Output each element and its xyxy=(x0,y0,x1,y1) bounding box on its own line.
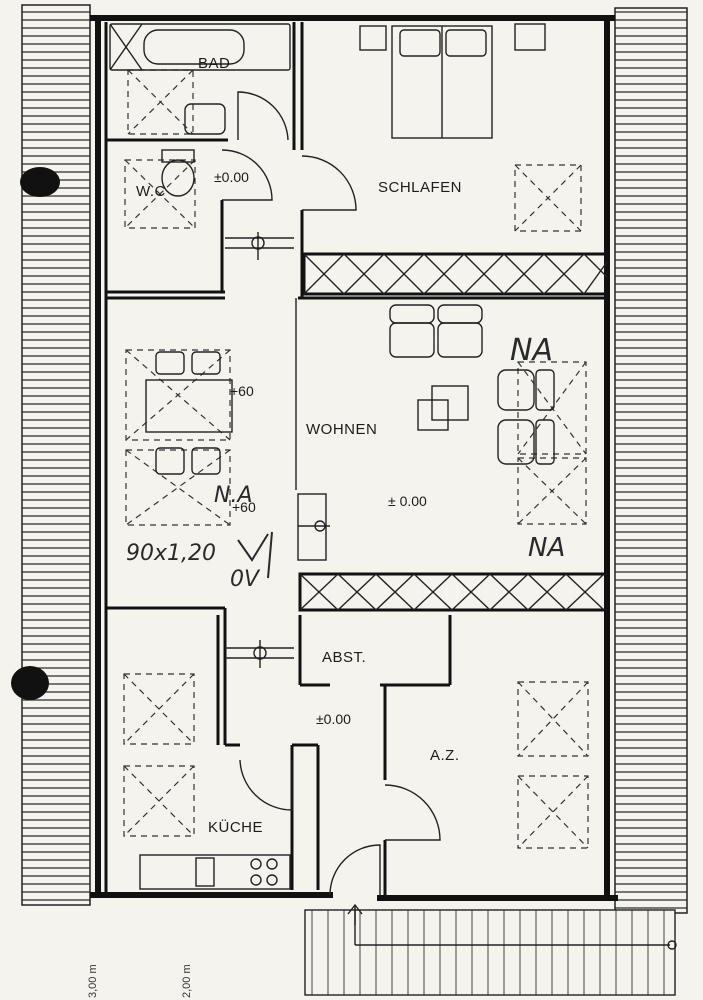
door-bad xyxy=(237,91,289,141)
roof-window-bad xyxy=(127,69,194,135)
room-label-bad: BAD xyxy=(198,55,230,72)
double-bed xyxy=(359,23,546,139)
room-label-schlafen: SCHLAFEN xyxy=(378,179,462,196)
annotation-na-left: N.A xyxy=(214,483,253,508)
washbasin-bad xyxy=(184,103,226,135)
bathtub xyxy=(109,23,291,71)
room-label-kueche: KÜCHE xyxy=(208,818,263,836)
entrance-arrow xyxy=(347,903,363,925)
riser-marker-lower xyxy=(225,640,294,668)
door-entrance xyxy=(329,844,381,896)
roof-window-wohnen-right-2 xyxy=(517,457,587,525)
door-kueche xyxy=(239,759,293,811)
annotation-check-mark xyxy=(237,531,273,579)
punch-hole-lower xyxy=(11,666,49,700)
height-label-dining: +60 xyxy=(230,383,254,399)
roof-window-kueche-2 xyxy=(123,765,195,837)
kitchen-counter xyxy=(139,854,291,890)
room-label-abst: ABST. xyxy=(322,649,366,666)
hatched-band-upper xyxy=(302,252,609,296)
sofa xyxy=(389,304,483,358)
roof-window-kueche-1 xyxy=(123,673,195,745)
margin-dimension-right: 2,00 m xyxy=(181,964,193,998)
door-wc xyxy=(221,149,273,201)
radiator-wohnen xyxy=(297,493,330,561)
toilet-wc xyxy=(161,149,195,197)
door-schlafen xyxy=(301,155,357,211)
annotation-na-top: NA xyxy=(510,333,553,368)
room-label-az: A.Z. xyxy=(430,747,460,764)
armchairs xyxy=(497,369,555,465)
dining-table xyxy=(145,351,233,475)
margin-dimension-left: 3,00 m xyxy=(87,964,99,998)
roof-window-az-2 xyxy=(517,775,589,849)
annotation-na-bottom: NA xyxy=(528,533,565,563)
level-label-flur: ±0.00 xyxy=(316,711,351,727)
roof-window-schlafen xyxy=(514,164,582,232)
roof-window-wc xyxy=(124,159,196,229)
balcony-railing xyxy=(304,908,677,996)
room-label-wc: W.C xyxy=(136,183,166,200)
riser-marker-upper xyxy=(225,232,294,260)
coffee-table xyxy=(417,385,469,431)
punch-hole-upper xyxy=(20,167,60,197)
roof-window-wohnen-left-1 xyxy=(125,349,231,441)
roof-window-wohnen-right-1 xyxy=(517,361,587,455)
annotation-window-size: 90x1,20 xyxy=(126,541,216,566)
outer-walls xyxy=(90,15,618,901)
annotation-check: 0V xyxy=(230,567,261,592)
level-label-wc: ±0.00 xyxy=(214,169,249,185)
roof-slope-right xyxy=(614,7,688,914)
roof-window-wohnen-left-2 xyxy=(125,449,231,526)
hatched-band-lower xyxy=(298,572,609,612)
level-label-wohnen: ± 0.00 xyxy=(388,493,427,509)
roof-window-az-1 xyxy=(517,681,589,757)
room-label-wohnen: WOHNEN xyxy=(306,421,377,438)
height-label-dining-2: +60 xyxy=(232,499,256,515)
roof-slope-left xyxy=(21,4,91,906)
door-az xyxy=(384,784,441,841)
